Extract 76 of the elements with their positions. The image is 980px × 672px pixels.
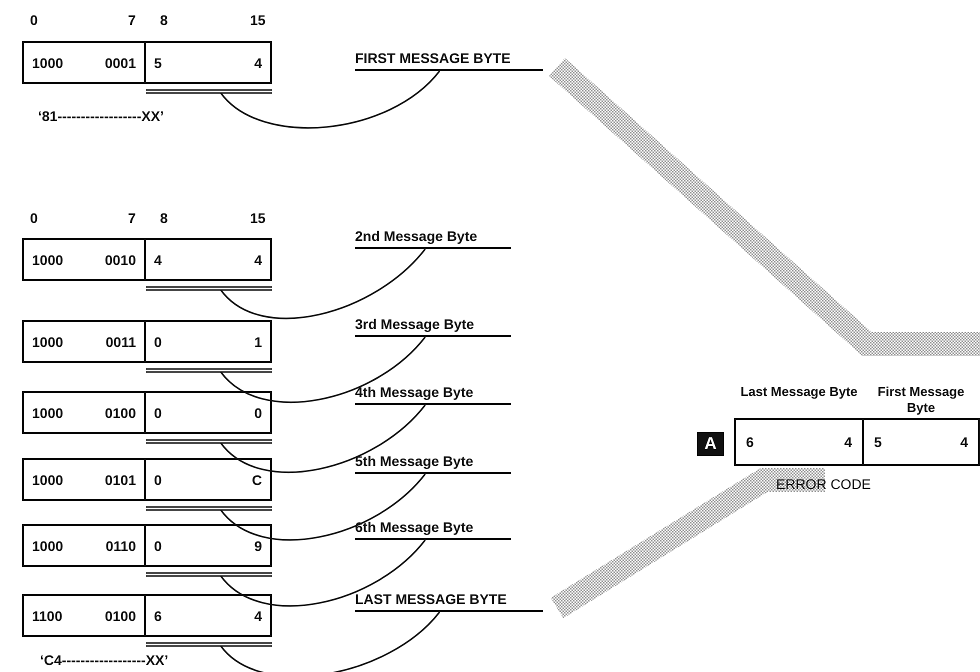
register-field xyxy=(22,458,146,501)
field-value: 9 xyxy=(254,538,262,554)
field-value: 0010 xyxy=(104,252,136,268)
field-heading: First Message Byte xyxy=(876,384,966,417)
field-value: 4 xyxy=(960,434,968,450)
leader-line xyxy=(220,611,440,672)
field-value: 4 xyxy=(154,252,162,268)
field-value: 0 xyxy=(154,472,162,488)
field-value: 1000 xyxy=(32,472,64,488)
register-field xyxy=(144,41,272,84)
bit-number: 0 xyxy=(30,210,38,226)
leader-line xyxy=(220,336,426,403)
field-value: 0 xyxy=(154,404,162,420)
field-value: 5 xyxy=(154,54,162,70)
field-value: C xyxy=(252,472,262,488)
field-value: 4 xyxy=(254,608,262,624)
field-value: 0011 xyxy=(106,334,136,350)
field-value: 5 xyxy=(874,434,882,450)
register-field xyxy=(144,391,272,434)
bit-number: 8 xyxy=(160,210,168,226)
shaded-band xyxy=(549,58,980,356)
register-field xyxy=(144,458,272,501)
field-value: 6 xyxy=(746,434,754,450)
message-byte-label: 6th Message Byte xyxy=(355,519,511,540)
bit-number: 7 xyxy=(128,210,136,226)
leader-line xyxy=(220,404,426,473)
field-value: 0001 xyxy=(104,54,136,70)
register-field xyxy=(144,238,272,281)
field-value: 0110 xyxy=(106,538,136,554)
register-field xyxy=(22,41,146,84)
field-value: 4 xyxy=(254,252,262,268)
register-field xyxy=(22,320,146,363)
message-byte-label: LAST MESSAGE BYTE xyxy=(355,591,543,612)
message-byte-label: 4th Message Byte xyxy=(355,384,511,405)
marker-badge: A xyxy=(697,432,724,456)
register-field xyxy=(22,238,146,281)
shaded-band xyxy=(550,468,825,618)
field-value: 1000 xyxy=(32,54,64,70)
message-byte-label: 3rd Message Byte xyxy=(355,316,511,337)
register-field xyxy=(144,524,272,567)
leader-line xyxy=(220,539,426,606)
hex-value: ‘81------------------XX’ xyxy=(38,108,164,124)
leader-line xyxy=(220,70,440,129)
message-byte-label: FIRST MESSAGE BYTE xyxy=(355,50,543,71)
field-value: 1000 xyxy=(32,252,64,268)
field-value: 1100 xyxy=(32,608,62,624)
hex-value: ‘C4------------------XX’ xyxy=(40,652,168,668)
register-caption: ERROR CODE xyxy=(776,476,871,492)
field-value: 0 xyxy=(254,404,262,420)
bit-number: 15 xyxy=(250,210,266,226)
bit-number: 0 xyxy=(30,12,38,28)
field-value: 0101 xyxy=(104,472,136,488)
message-byte-label: 5th Message Byte xyxy=(355,453,511,474)
field-value: 0100 xyxy=(104,404,136,420)
register-field xyxy=(22,594,146,637)
bit-number: 8 xyxy=(160,12,168,28)
field-value: 0100 xyxy=(104,608,136,624)
register-field xyxy=(22,391,146,434)
register-field xyxy=(22,524,146,567)
field-value: 1000 xyxy=(32,334,64,350)
field-value: 0 xyxy=(154,334,162,350)
bit-number: 7 xyxy=(128,12,136,28)
field-value: 1 xyxy=(254,334,262,350)
register-field xyxy=(144,594,272,637)
bit-number: 15 xyxy=(250,12,266,28)
field-value: 1000 xyxy=(32,404,64,420)
field-value: 4 xyxy=(254,54,262,70)
register-field xyxy=(144,320,272,363)
leader-line xyxy=(220,248,426,320)
field-value: 1000 xyxy=(32,538,64,554)
field-value: 4 xyxy=(844,434,852,450)
field-value: 6 xyxy=(154,608,162,624)
field-heading: Last Message Byte xyxy=(739,384,859,401)
leader-line xyxy=(220,473,426,540)
field-value: 0 xyxy=(154,538,162,554)
message-byte-label: 2nd Message Byte xyxy=(355,228,511,249)
